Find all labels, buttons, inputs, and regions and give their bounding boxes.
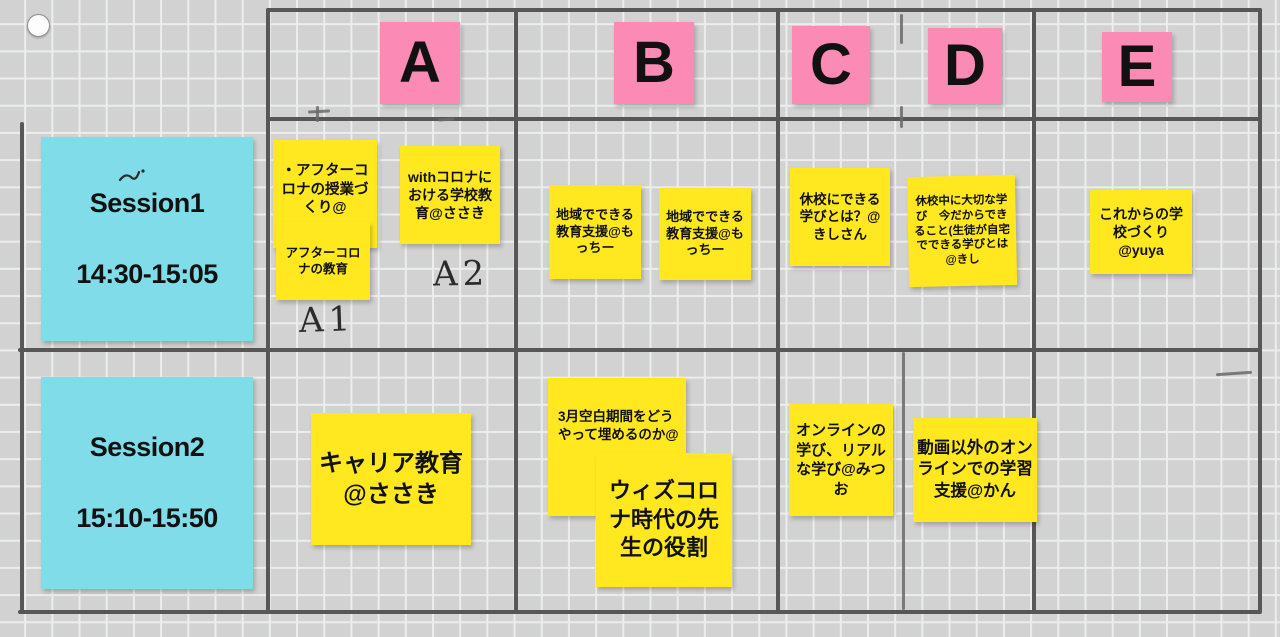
note-s1-a1-front-text: アフターコロナの教育: [285, 245, 361, 276]
grid-line-col-c-d-lower: [902, 352, 905, 610]
note-s1-b1-text: 地域でできる教育支援@もっちー: [556, 206, 634, 256]
session1-time: 14:30-15:05: [76, 258, 218, 289]
column-header-e[interactable]: E: [1102, 32, 1172, 102]
note-s1-e1[interactable]: これからの学校づくり@yuya: [1090, 190, 1192, 274]
column-header-a[interactable]: A: [380, 22, 460, 104]
note-s2-c1-text: オンラインの学び、リアルな学び@みつお: [795, 422, 886, 498]
stray-tick-e: [1215, 370, 1253, 377]
row-header-session2-label: Session2 15:10-15:50: [45, 430, 249, 537]
note-s1-b1[interactable]: 地域でできる教育支援@もっちー: [549, 185, 641, 279]
note-s1-c1[interactable]: 休校にできる学びとは？@きしさん: [790, 168, 890, 266]
grid-line-col-c-d-upper: [900, 14, 903, 44]
note-s2-d1-text: 動画以外のオンラインでの学習支援@かん: [917, 438, 1033, 500]
column-header-d-label: D: [944, 33, 986, 98]
stray-tick-a-left: [307, 109, 331, 114]
note-s1-c1-text: 休校にできる学びとは？@きしさん: [799, 191, 881, 242]
session2-title: Session2: [89, 431, 205, 462]
session1-title: Session1: [89, 187, 205, 218]
stray-tick-a-vert: [316, 106, 319, 122]
note-s2-d1[interactable]: 動画以外のオンラインでの学習支援@かん: [913, 418, 1037, 522]
grid-line-row-divider: [18, 348, 1262, 352]
grid-line-col-session-a: [266, 8, 270, 612]
note-s2-a1-text: キャリア教育@ささき: [319, 449, 463, 508]
grid-line-header-bottom: [266, 117, 1262, 121]
row-header-session1-label: Session1 14:30-15:05: [45, 186, 249, 293]
note-s1-d1-text: 休校中に大切な学び 今だからできること(生徒が自宅でできる学びとは@きし: [913, 193, 1011, 267]
cursor-dot: [27, 14, 50, 37]
column-header-a-label: A: [399, 30, 441, 95]
column-header-d[interactable]: D: [928, 28, 1002, 104]
note-s1-e1-text: これからの学校づくり@yuya: [1099, 205, 1183, 259]
grid-line-col-d-e: [1032, 8, 1036, 612]
note-s1-a1-front[interactable]: アフターコロナの教育: [276, 222, 370, 300]
column-header-c-label: C: [810, 32, 852, 97]
grid-line-col-b-c: [776, 8, 780, 612]
column-header-b-label: B: [633, 30, 675, 95]
note-s2-a1[interactable]: キャリア教育@ささき: [311, 413, 471, 545]
note-s1-a1-back-text: ・アフターコロナの授業づくり@: [281, 162, 369, 217]
note-s1-a2[interactable]: withコロナにおける学校教育@ささき: [400, 146, 500, 244]
handwriting-a2: A2: [432, 253, 490, 295]
session2-time: 15:10-15:50: [76, 502, 218, 533]
note-s2-b2-front[interactable]: ウィズコロナ時代の先生の役割: [596, 453, 732, 587]
column-header-b[interactable]: B: [614, 22, 694, 104]
note-s1-a2-text: withコロナにおける学校教育@ささき: [408, 168, 492, 222]
note-s2-c1[interactable]: オンラインの学び、リアルな学び@みつお: [789, 404, 893, 516]
grid-line-bottom: [18, 610, 1262, 614]
grid-line-left-edge: [20, 122, 24, 612]
grid-line-col-a-b: [514, 8, 518, 612]
grid-line-col-c-d-mid: [900, 106, 903, 128]
note-s1-b2[interactable]: 地域でできる教育支援@もっちー: [659, 188, 751, 280]
column-header-c[interactable]: C: [792, 26, 870, 104]
note-s2-b2-front-text: ウィズコロナ時代の先生の役割: [608, 478, 719, 561]
row-header-session2[interactable]: Session2 15:10-15:50: [41, 377, 253, 589]
handwriting-a1: A1: [298, 299, 356, 341]
note-s1-d1[interactable]: 休校中に大切な学び 今だからできること(生徒が自宅でできる学びとは@きし: [906, 174, 1018, 288]
row-header-session1[interactable]: Session1 14:30-15:05: [41, 137, 253, 341]
grid-line-right-edge: [1258, 8, 1262, 612]
grid-line-header-top: [266, 8, 1262, 12]
scribble-mark: [118, 169, 145, 182]
column-header-e-label: E: [1117, 34, 1157, 99]
note-s2-b1-back-text: 3月空白期間をどうやって埋めるのか@: [558, 409, 679, 442]
note-s1-b2-text: 地域でできる教育支援@もっちー: [666, 208, 744, 258]
